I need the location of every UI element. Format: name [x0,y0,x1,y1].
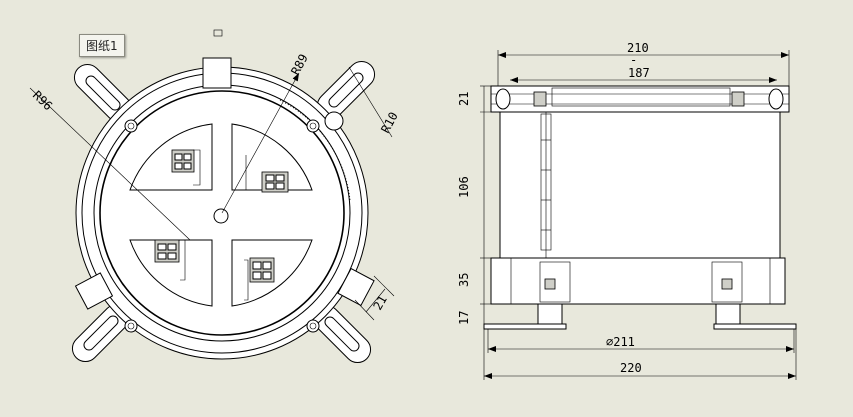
inner-ring [99,90,345,336]
radius-label-r89: R89 [288,52,311,78]
leg-right [715,303,741,327]
top-view: R96 R89 R10 21 [29,29,401,364]
foot-right [713,323,797,330]
height-label-21: 21 [457,92,471,106]
leader-r10 [348,66,393,138]
base-width-label: 220 [620,361,642,375]
mounting-ear-top-right [316,60,376,120]
terminal-block [249,257,275,283]
screw-boss [306,119,320,133]
leader-r96 [29,87,191,241]
base [490,257,786,305]
foot-left [483,323,567,330]
lid-hole-right [768,88,784,110]
diameter-label: ⌀211 [606,335,635,349]
height-label-106: 106 [457,176,471,198]
front-view: 210 187 - [457,41,797,380]
inner-width-label: 187 [628,66,650,80]
sheet-tab[interactable]: 图纸1 [79,34,125,57]
height-label-35: 35 [457,273,471,287]
quadrant-window-bottom-left [129,239,213,307]
top-tab-mark [213,29,223,37]
hinge [540,113,552,251]
right-tab [337,267,375,307]
lid-hole-left [495,88,511,110]
terminal-block [171,149,195,173]
leg-left [537,303,563,327]
screw-boss [306,319,320,333]
left-tab [74,272,114,310]
height-label-17: 17 [457,311,471,325]
svg-text:-: - [630,53,637,67]
side-knob [324,111,344,131]
screw-boss [124,319,138,333]
mounting-ear-bottom-right [312,304,372,364]
body [499,111,781,259]
radius-label-r10: R10 [378,110,401,136]
screw-boss [124,119,138,133]
quadrant-window-top-right [231,123,313,191]
center-hole [213,208,229,224]
slot-width-label: 21 [370,293,389,313]
leader-r89 [221,72,300,214]
terminal-block [261,171,289,193]
overall-width-label: 210 [627,41,649,55]
top-tab [202,57,232,89]
hatched-arc [279,99,351,201]
quadrant-window-top-left [129,123,213,191]
mounting-ear-bottom-left [71,303,131,363]
terminal-block [154,239,180,263]
